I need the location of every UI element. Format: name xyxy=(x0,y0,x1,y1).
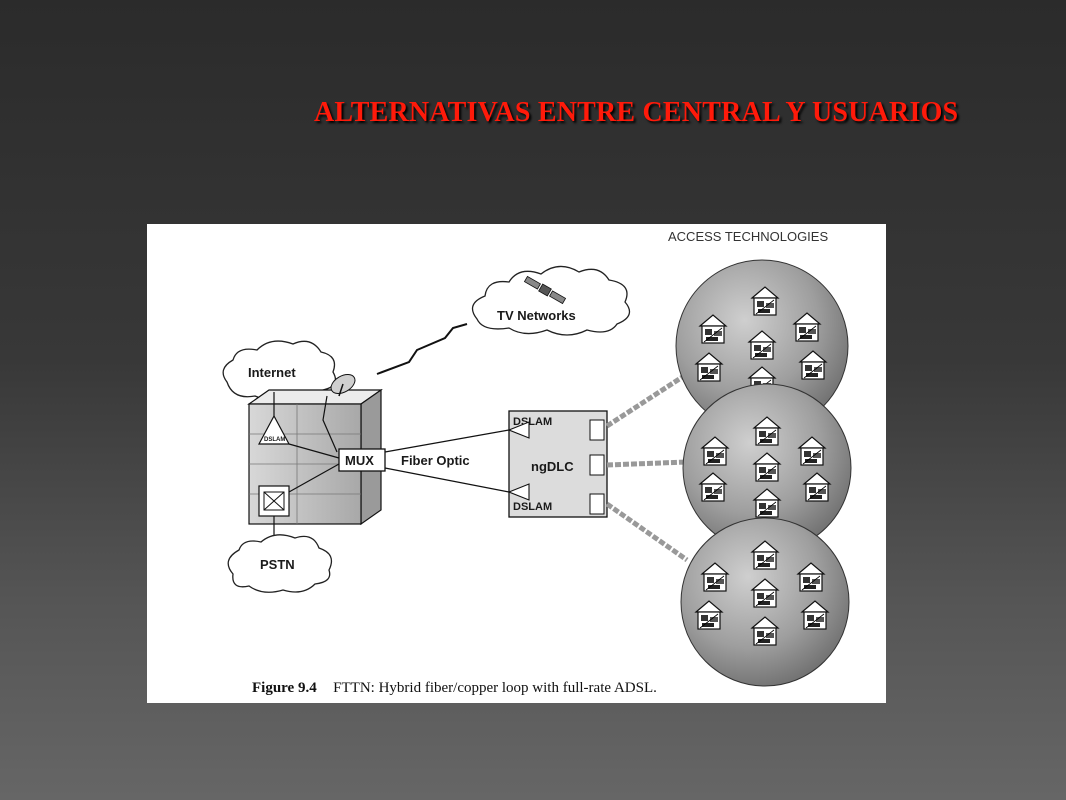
central-office-building: DSLAM xyxy=(247,374,383,526)
internet-cloud: Internet xyxy=(222,340,337,401)
pstn-label: PSTN xyxy=(260,557,295,572)
copper-loop-3 xyxy=(605,501,689,563)
ngdlc-cabinet: DSLAM ngDLC DSLAM xyxy=(507,410,608,518)
copper-loop-1 xyxy=(605,371,689,429)
cabinet-dslam-bottom-label: DSLAM xyxy=(513,501,552,513)
pstn-cloud: PSTN xyxy=(227,534,333,593)
tv-networks-label: TV Networks xyxy=(497,308,576,323)
dish-mux-link xyxy=(322,395,338,453)
network-diagram: ACCESS TECHNOLOGIES TV Networks Internet xyxy=(222,229,852,696)
building-dslam-label: DSLAM xyxy=(264,437,285,443)
caption-text: FTTN: Hybrid fiber/copper loop with full… xyxy=(333,680,657,696)
network-diagram-figure: ACCESS TECHNOLOGIES TV Networks Internet xyxy=(147,224,886,703)
neighborhood-3 xyxy=(680,517,850,687)
tv-networks-cloud: TV Networks xyxy=(471,265,631,336)
mux-box: MUX xyxy=(338,448,386,472)
figure-header: ACCESS TECHNOLOGIES xyxy=(668,229,828,244)
mux-label: MUX xyxy=(345,453,374,468)
cabinet-ngdlc-label: ngDLC xyxy=(531,459,574,474)
wireless-link xyxy=(376,323,468,375)
fiber-line-bottom xyxy=(384,467,510,493)
caption-number: Figure 9.4 xyxy=(252,680,317,696)
building-dslam: DSLAM xyxy=(257,414,291,445)
satellite-dish-icon xyxy=(330,374,356,397)
fiber-optic-label: Fiber Optic xyxy=(401,453,470,468)
switch-mux-link xyxy=(288,463,340,493)
internet-label: Internet xyxy=(248,365,296,380)
switch-box-icon xyxy=(258,485,290,517)
dslam-mux-link xyxy=(288,443,340,459)
slide-title: ALTERNATIVAS ENTRE CENTRAL Y USUARIOS xyxy=(314,97,959,128)
figure-caption: Figure 9.4 FTTN: Hybrid fiber/copper loo… xyxy=(252,679,657,696)
copper-loop-2 xyxy=(606,459,688,468)
fiber-line-top xyxy=(384,429,510,453)
satellite-icon xyxy=(523,275,567,305)
